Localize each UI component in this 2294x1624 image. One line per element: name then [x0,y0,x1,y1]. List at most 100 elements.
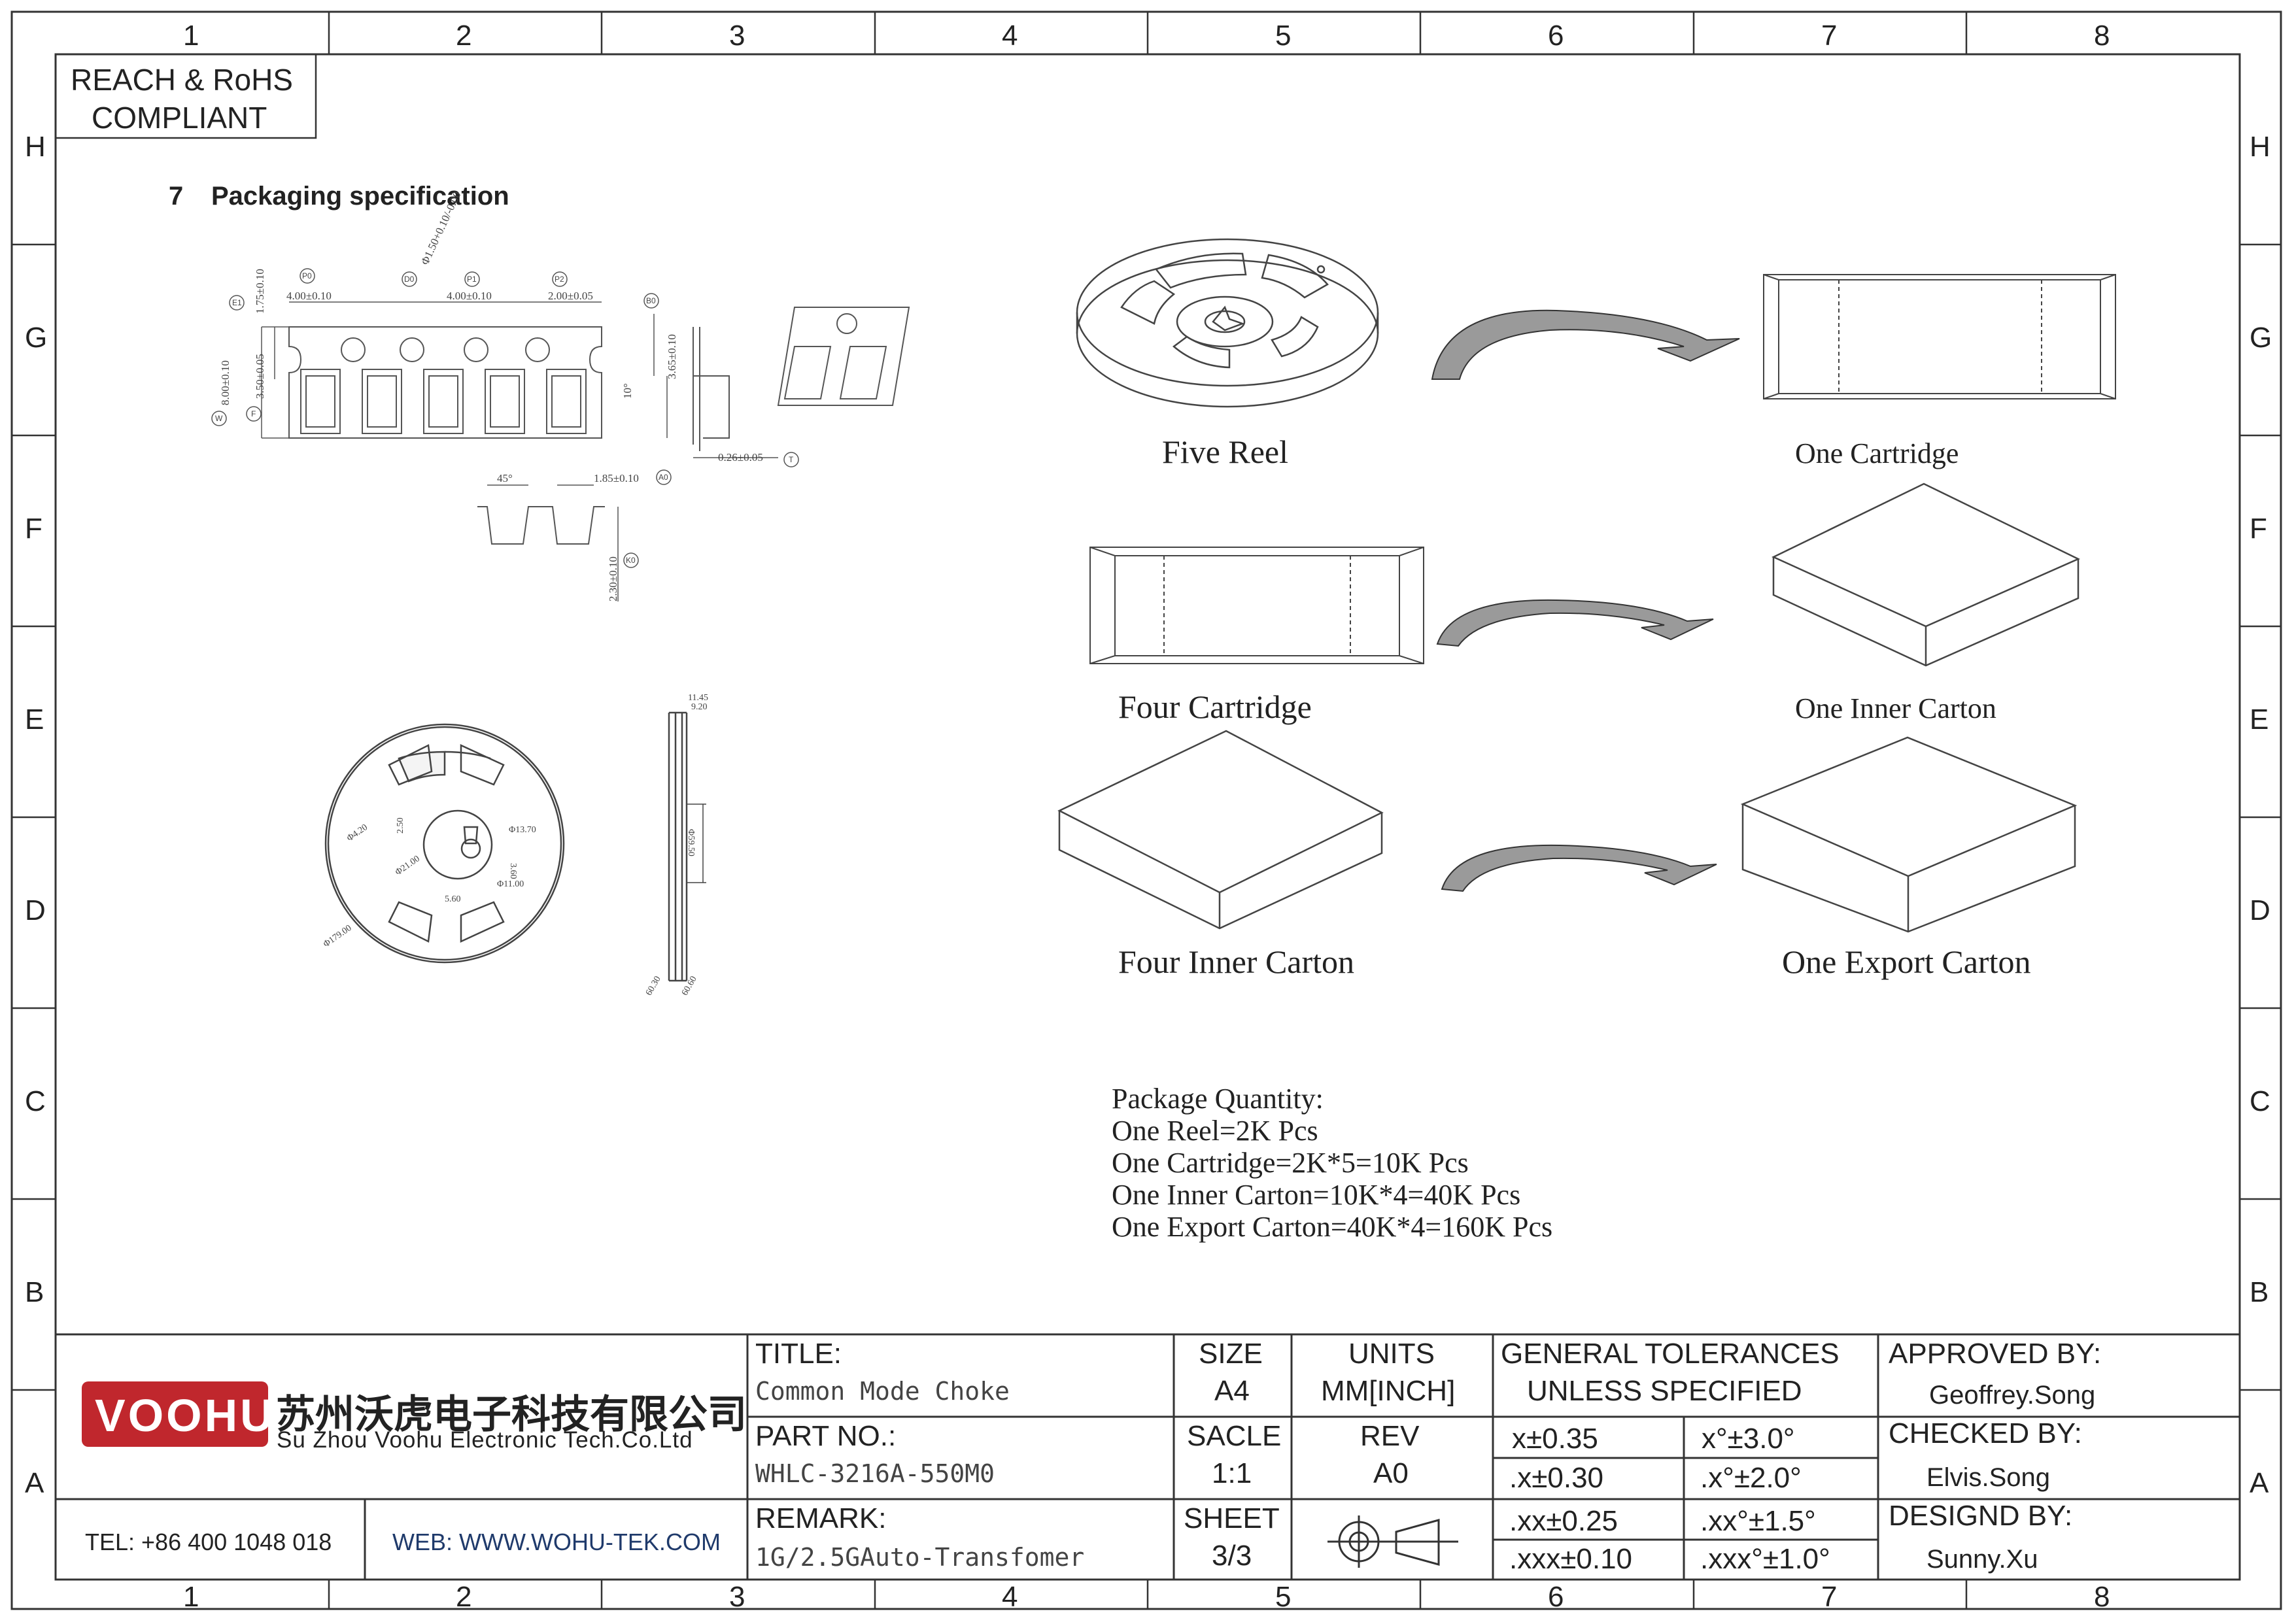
approved-value: Geoffrey.Song [1929,1381,2096,1410]
bubble-f: F [251,409,256,418]
col-label: 1 [183,1581,199,1613]
compliance-line1: REACH & RoHS [71,63,293,97]
col-label: 4 [1002,1581,1018,1613]
size-value: A4 [1214,1375,1250,1407]
section-title: Packaging specification [211,182,509,211]
tape-outline [288,326,602,439]
dim-p2: 2.00±0.05 [548,290,593,302]
design-value: Sunny.Xu [1926,1545,2038,1574]
col-label: 8 [2094,20,2110,52]
col-label: 2 [456,20,472,52]
company-web: WEB: WWW.WOHU-TEK.COM [392,1529,721,1555]
scale-label: SACLE [1187,1420,1282,1452]
bubble-w: W [215,414,223,423]
row-label: F [25,513,43,545]
row-label: A [2250,1467,2269,1499]
col-label: 3 [729,20,745,52]
scale-value: 1:1 [1212,1457,1252,1489]
tape-isometric [777,307,910,406]
dim-b0: 3.65±0.10 [666,334,678,379]
tolerance-heading-2: UNLESS SPECIFIED [1527,1375,1802,1407]
four-inner-carton-illustration [1057,730,1384,930]
quantity-line: One Cartridge=2K*5=10K Pcs [1112,1147,1469,1179]
tolerance-cell: .xxx±0.10 [1509,1543,1633,1575]
bubble-k0: K0 [626,556,636,565]
row-label: C [2250,1085,2270,1117]
col-label: 5 [1275,20,1292,52]
bubble-a0: A0 [659,473,668,482]
bubble-b0: B0 [646,296,656,305]
row-ticks [12,243,2281,1391]
tolerance-heading-1: GENERAL TOLERANCES [1501,1338,1840,1370]
one-inner-carton-illustration [1772,482,2080,667]
bubble-e1: E1 [232,298,242,307]
col-label: 4 [1002,20,1018,52]
row-label: D [25,894,46,926]
row-label: G [25,322,48,354]
tolerance-cell: .xx°±1.5° [1700,1505,1816,1537]
logo-text: VOOHU [95,1390,276,1441]
frame [10,10,2282,1610]
five-reel-illustration [1076,238,1379,408]
dim-reel-w3: 5.60 [445,894,461,904]
row-label: C [25,1085,46,1117]
label-one-export-carton: One Export Carton [1782,943,2031,980]
units-value: MM[INCH] [1321,1375,1456,1407]
row-label: B [2250,1276,2269,1308]
dim-reel-h1: Φ59.50 [686,829,696,856]
company-logo [82,1381,268,1447]
tolerance-cell: x°±3.0° [1702,1423,1795,1455]
quantity-line: One Export Carton=40K*4=160K Pcs [1112,1211,1553,1243]
rev-label: REV [1360,1420,1420,1452]
dim-reel-w2: 3.60 [508,863,518,879]
col-label: 6 [1548,20,1564,52]
four-cartridge-illustration [1089,547,1424,664]
company-tel: TEL: +86 400 1048 018 [85,1529,332,1555]
tolerance-cell: .x±0.30 [1509,1462,1604,1494]
company-name-en: Su Zhou Voohu Electronic Tech.Co.Ltd [277,1427,693,1453]
col-label: 7 [1821,1581,1838,1613]
dim-angle10: 10° [621,383,634,399]
rev-value: A0 [1373,1457,1409,1489]
quantity-heading: Package Quantity: [1112,1083,1324,1115]
label-one-inner-carton: One Inner Carton [1795,692,1996,724]
label-one-cartridge: One Cartridge [1795,437,1959,469]
bubble-d0: D0 [404,275,415,284]
checked-label: CHECKED BY: [1889,1417,2082,1449]
reel-outer-circle [324,723,565,964]
label-four-cartridge: Four Cartridge [1118,688,1312,725]
compliance-box [54,53,317,139]
row-label: E [25,703,44,736]
tape-dim-lines [261,301,602,439]
col-label: 3 [729,1581,745,1613]
dim-reel-d5: Φ11.00 [497,879,524,889]
col-label: 6 [1548,1581,1564,1613]
dim-p1: 4.00±0.10 [447,290,492,302]
arrow-cartridge-to-inner [1436,599,1714,647]
approved-label: APPROVED BY: [1889,1338,2102,1370]
tolerance-cell: .xxx°±1.0° [1700,1543,1830,1575]
dim-t: 0.26±0.05 [718,451,763,464]
arrow-inner-to-export [1441,844,1717,892]
tolerance-cell: x±0.35 [1512,1423,1598,1455]
row-label: A [25,1467,44,1499]
reel-front-view [324,723,565,964]
dim-k0: 2.30±0.10 [607,556,619,601]
design-label: DESIGND BY: [1889,1500,2073,1532]
part-label: PART NO.: [755,1420,897,1452]
carrier-tape-drawing [261,301,910,601]
one-export-carton-illustration [1740,736,2078,933]
row-label: H [25,131,46,163]
tolerance-cell: .x°±2.0° [1700,1462,1802,1494]
reel-side-view [668,711,706,982]
dim-a0: 1.85±0.10 [594,472,639,484]
col-label: 7 [1821,20,1838,52]
remark-value: 1G/2.5GAuto-Transfomer [755,1543,1085,1572]
col-label: 1 [183,20,199,52]
outer-border [10,10,2282,1610]
checked-value: Elvis.Song [1926,1463,2050,1492]
part-value: WHLC-3216A-550M0 [755,1459,995,1488]
dim-w: 8.00±0.10 [219,360,231,405]
